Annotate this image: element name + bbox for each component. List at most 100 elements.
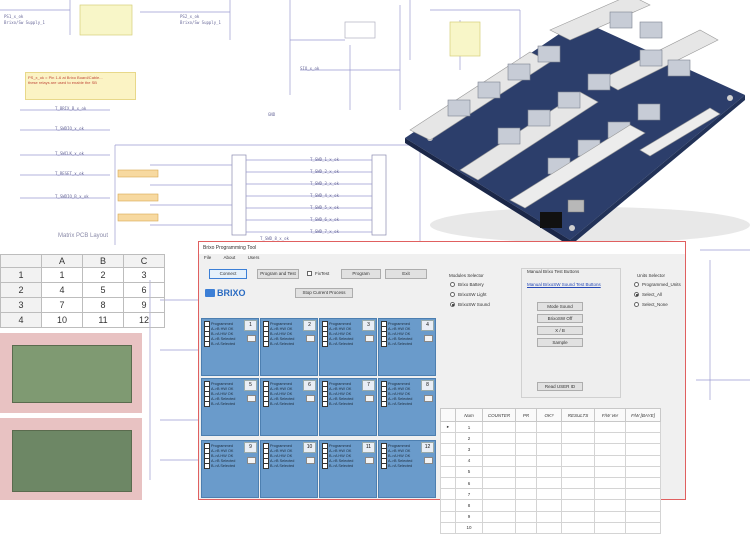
schematic-label: T_SWD_5_x_ok <box>310 205 339 210</box>
tile-ba-selected[interactable]: B->A Selected <box>263 341 294 347</box>
module-radio-light[interactable] <box>450 292 455 297</box>
tile-mini-button[interactable] <box>247 457 256 464</box>
table-row[interactable]: 10 <box>440 521 661 534</box>
tile-number: 9 <box>244 442 257 453</box>
tile-number: 3 <box>362 320 375 331</box>
tile-mini-button[interactable] <box>424 457 433 464</box>
grid-col-header[interactable]: RESULTS <box>561 408 595 422</box>
menu-about[interactable]: About <box>223 255 236 260</box>
program-and-test-button[interactable]: Program and Test <box>257 269 299 279</box>
tile-ba-selected[interactable]: B->A Selected <box>263 463 294 469</box>
matrix-cell: 5 <box>82 282 124 298</box>
tile-mini-button[interactable] <box>247 395 256 402</box>
tile-mini-button[interactable] <box>365 395 374 402</box>
table-row[interactable]: 7 <box>440 488 661 501</box>
brand-name: BRIXO <box>217 288 246 298</box>
program-button[interactable]: Program <box>341 269 381 279</box>
units-radio-select-all[interactable] <box>634 292 639 297</box>
units-radio-programmed[interactable] <box>634 282 639 287</box>
schematic-label: PS1_x_ok <box>4 14 24 19</box>
tile-ba-selected[interactable]: B->A Selected <box>381 401 412 407</box>
pcb-photo-board <box>12 345 132 403</box>
tile-mini-button[interactable] <box>306 457 315 464</box>
schematic-label: Brixo/Sw Supply_1 <box>4 20 45 25</box>
schematic-label: T_BRIX_B_x_ok <box>55 106 87 111</box>
sample-button[interactable]: Sample <box>537 338 583 347</box>
units-label: Select_All <box>642 292 663 297</box>
schematic-label: T_SWD_3_x_ok <box>310 181 339 186</box>
tile-mini-button[interactable] <box>424 395 433 402</box>
module-radio-sound[interactable] <box>450 302 455 307</box>
menu-bar: File About Users <box>199 255 265 264</box>
xb-button[interactable]: X / B <box>537 326 583 335</box>
tile-mini-button[interactable] <box>424 335 433 342</box>
table-row[interactable]: 9 <box>440 510 661 523</box>
tile-ba-selected[interactable]: B->A Selected <box>381 463 412 469</box>
fixtest-label: FixTest <box>315 271 330 276</box>
stop-current-process-button[interactable]: Stop Current Process <box>295 288 353 298</box>
pcb-photo-top <box>0 333 142 413</box>
manual-sound-test-link[interactable]: Manual BrixoSW Sound Test Buttons <box>527 282 601 287</box>
tile-ba-selected[interactable]: B->A Selected <box>322 401 353 407</box>
tile-number: 11 <box>362 442 375 453</box>
grid-col-header[interactable]: COUNTER <box>482 408 516 422</box>
grid-col-header[interactable]: Num <box>455 408 483 422</box>
grid-col-header[interactable]: PR <box>515 408 537 422</box>
grid-col-header[interactable]: F/W Ver <box>594 408 626 422</box>
note-line: PS_x_ok = Pin 1-6 at Brixo Board/Cable..… <box>28 75 103 80</box>
schematic-label: T_SWD_6_x_ok <box>310 217 339 222</box>
tile-mini-button[interactable] <box>365 457 374 464</box>
matrix-cell: 7 <box>41 297 83 313</box>
tile-number: 2 <box>303 320 316 331</box>
tile-number: 8 <box>421 380 434 391</box>
units-selector-title: Units Selector <box>637 273 666 278</box>
tile-ba-selected[interactable]: B->A Selected <box>204 341 235 347</box>
tile-ba-selected[interactable]: B->A Selected <box>204 401 235 407</box>
brixosw-off-button[interactable]: BrixoSW Off <box>537 314 583 323</box>
unit-tile: Programmed A->B HW OK B->A HW OK A->B Se… <box>201 440 259 498</box>
tile-number: 10 <box>303 442 316 453</box>
table-row[interactable]: 5 <box>440 465 661 478</box>
tile-ba-selected[interactable]: B->A Selected <box>263 401 294 407</box>
table-row[interactable]: 8 <box>440 499 661 512</box>
fixtest-checkbox[interactable] <box>307 271 312 276</box>
manual-test-title: Manual Brixo Test Buttons <box>527 269 580 274</box>
grid-col-header[interactable]: F/W [BAYE] <box>625 408 661 422</box>
brixo-logo-mark <box>205 289 215 297</box>
read-user-id-button[interactable]: Read USER ID <box>537 382 583 391</box>
module-radio-battery[interactable] <box>450 282 455 287</box>
unit-tile: Programmed A->B HW OK B->A HW OK A->B Se… <box>319 378 377 436</box>
mode-sound-button[interactable]: Mode Sound <box>537 302 583 311</box>
tile-mini-button[interactable] <box>306 335 315 342</box>
note-line: these relays are used to enable the SB <box>28 80 97 85</box>
tile-ba-selected[interactable]: B->A Selected <box>204 463 235 469</box>
matrix-cell: 4 <box>41 282 83 298</box>
unit-tile: Programmed A->B HW OK B->A HW OK A->B Se… <box>260 318 318 376</box>
table-row[interactable]: 6 <box>440 476 661 490</box>
unit-tile: Programmed A->B HW OK B->A HW OK A->B Se… <box>201 318 259 376</box>
matrix-cell: 6 <box>123 282 165 298</box>
table-row[interactable]: ▸1 <box>440 420 661 434</box>
schematic-label: T_SWD_1_x_ok <box>310 157 339 162</box>
table-row[interactable]: 4 <box>440 454 661 467</box>
menu-users[interactable]: Users <box>247 255 260 260</box>
tile-mini-button[interactable] <box>365 335 374 342</box>
grid-cell-num: 9 <box>455 510 483 523</box>
units-radio-select-none[interactable] <box>634 302 639 307</box>
table-row[interactable]: 3 <box>440 443 661 456</box>
table-row[interactable]: 2 <box>440 432 661 445</box>
window-title: Brixo Programming Tool <box>199 242 685 254</box>
connect-button[interactable]: Connect <box>209 269 247 279</box>
tile-ba-selected[interactable]: B->A Selected <box>381 341 412 347</box>
tile-ba-selected[interactable]: B->A Selected <box>322 341 353 347</box>
matrix-cell: 10 <box>41 312 83 328</box>
grid-cell-num: 7 <box>455 488 483 501</box>
matrix-col-header: A <box>41 254 83 268</box>
tile-ba-selected[interactable]: B->A Selected <box>322 463 353 469</box>
tile-mini-button[interactable] <box>247 335 256 342</box>
grid-col-header[interactable]: OK? <box>536 408 562 422</box>
exit-button[interactable]: Exit <box>385 269 427 279</box>
tile-mini-button[interactable] <box>306 395 315 402</box>
menu-file[interactable]: File <box>204 255 212 260</box>
grid-row-header-corner <box>440 408 456 422</box>
